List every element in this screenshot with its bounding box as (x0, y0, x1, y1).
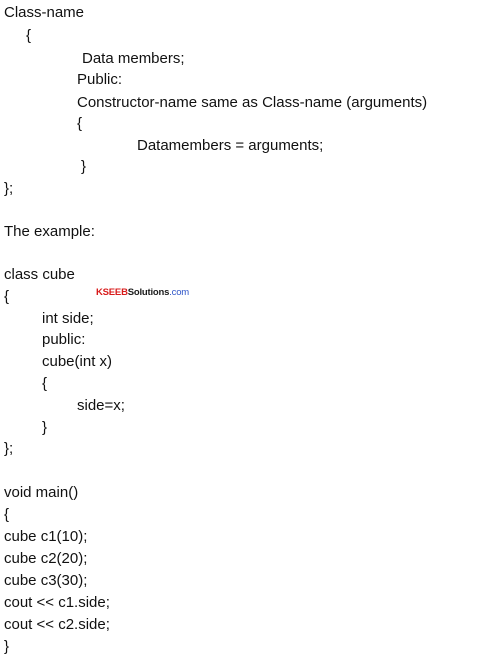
main-line-open-brace: { (4, 506, 10, 523)
class-line-ctor-open-brace: { (42, 375, 48, 392)
class-line-int-side: int side; (42, 310, 94, 327)
syntax-line-constructor: Constructor-name same as Class-name (arg… (77, 94, 428, 111)
class-line-close-brace: }; (4, 440, 14, 457)
syntax-line-ctor-close-brace: } (81, 158, 87, 175)
class-line-constructor: cube(int x) (42, 353, 113, 370)
syntax-line-assignment: Datamembers = arguments; (137, 137, 324, 154)
syntax-line-open-brace: { (26, 27, 32, 44)
watermark-part-kseeb: KSEEB (96, 287, 128, 298)
main-line-signature: void main() (4, 484, 79, 501)
syntax-line-data-members: Data members; (82, 50, 185, 67)
syntax-line-class-name: Class-name (4, 4, 85, 21)
main-line-cout-c2: cout << c2.side; (4, 616, 110, 633)
class-line-ctor-close-brace: } (42, 419, 48, 436)
watermark-logo: KSEEBSolutions.com (96, 287, 189, 299)
class-line-declaration: class cube (4, 266, 75, 283)
main-line-c3: cube c3(30); (4, 572, 88, 589)
example-heading: The example: (4, 223, 95, 240)
main-line-cout-c1: cout << c1.side; (4, 594, 110, 611)
syntax-line-public: Public: (77, 71, 123, 88)
syntax-line-ctor-open-brace: { (77, 115, 83, 132)
main-line-c1: cube c1(10); (4, 528, 88, 545)
watermark-part-com: .com (169, 287, 190, 298)
main-line-c2: cube c2(20); (4, 550, 88, 567)
class-line-public: public: (42, 331, 86, 348)
class-line-open-brace: { (4, 288, 10, 305)
syntax-line-close-brace: }; (4, 180, 14, 197)
watermark-part-solutions: Solutions (127, 287, 170, 298)
class-line-assignment: side=x; (77, 397, 125, 414)
main-line-close-brace: } (4, 638, 10, 655)
